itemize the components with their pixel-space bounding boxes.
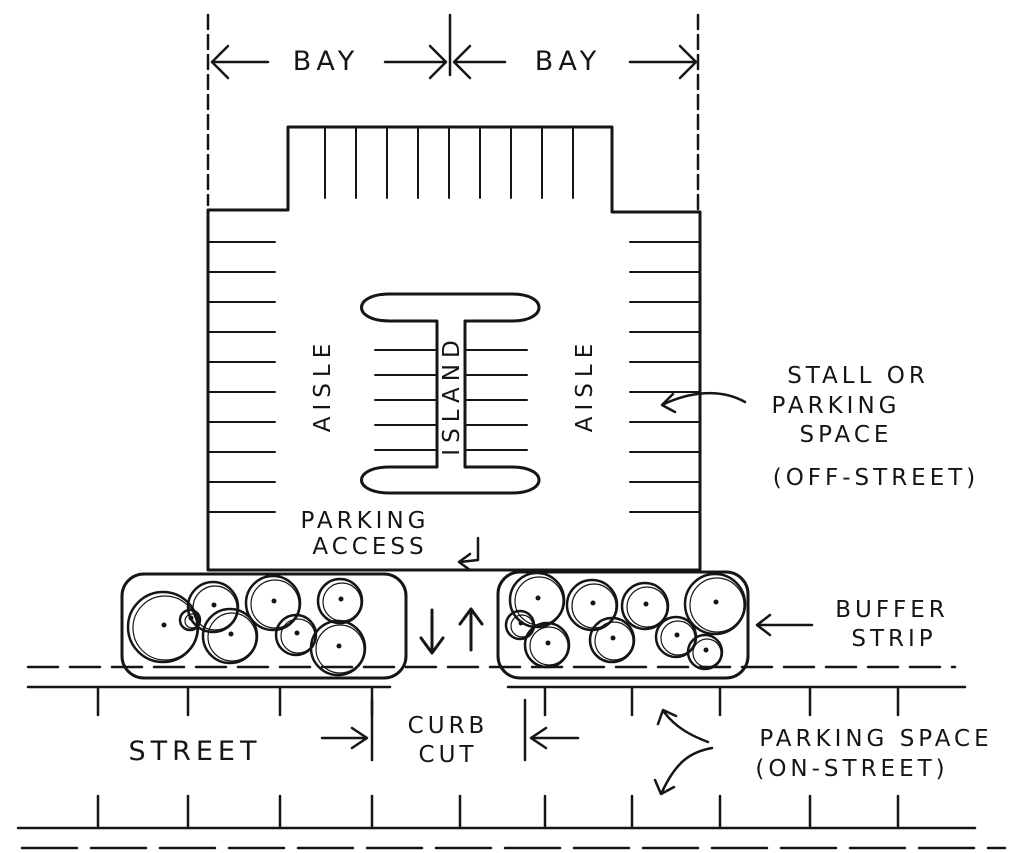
shrub-outline <box>510 614 534 638</box>
street-edges <box>16 665 1007 850</box>
stall-label-line2: PARKING <box>771 393 900 419</box>
shrub <box>186 580 240 634</box>
buffer-bed-left <box>120 572 408 680</box>
shrub-outline <box>626 586 668 628</box>
shrub-outline <box>571 583 617 629</box>
shrub <box>274 613 318 657</box>
access-label-line1: PARKING <box>300 508 429 534</box>
shrub <box>316 577 364 625</box>
onstreet-label-line2: (ON-STREET) <box>755 756 948 782</box>
shrub-outline <box>322 582 362 622</box>
shrub-center <box>703 647 709 653</box>
shrub-outline <box>529 626 569 666</box>
shrub-outline <box>184 613 200 629</box>
shrub-center <box>161 622 167 628</box>
shrub-center <box>713 599 719 605</box>
center-island <box>360 292 541 495</box>
buffer-bed-right <box>496 570 750 680</box>
shrub <box>178 608 202 632</box>
shrub-center <box>590 600 596 606</box>
shrub-outline <box>689 577 745 633</box>
buffer-label-line2: STRIP <box>851 626 936 652</box>
curb-cut-dimension <box>320 698 580 762</box>
aisle-label-left: AISLE <box>310 338 336 432</box>
on-street-parking-ticks <box>96 686 900 828</box>
access-arrows <box>419 607 484 655</box>
access-label-line2: ACCESS <box>312 534 427 560</box>
shrub-outline <box>514 576 564 626</box>
shrub-outline <box>660 620 696 656</box>
bay-label-left: BAY <box>293 46 359 77</box>
stall-label-line1: STALL OR <box>787 363 929 389</box>
shrub <box>683 572 747 636</box>
shrub-outline <box>207 612 257 662</box>
stall-leader-arrow <box>662 391 747 406</box>
shrub <box>686 633 724 671</box>
shrub-center <box>535 595 541 601</box>
aisle-label-right: AISLE <box>572 338 598 432</box>
stall-label-line4: (OFF-STREET) <box>773 465 980 491</box>
onstreet-leader-arrow <box>660 746 714 794</box>
island-label: ISLAND <box>439 334 465 455</box>
bay-label-right: BAY <box>535 46 601 77</box>
shrubs <box>126 571 747 677</box>
parking-lot-outline <box>206 125 702 572</box>
shrub-outline <box>594 621 634 661</box>
shrub-center <box>294 630 300 636</box>
shrub-center <box>188 615 194 621</box>
onstreet-label-line1: PARKING SPACE <box>759 726 992 752</box>
shrub <box>309 619 367 677</box>
shrub <box>620 581 670 631</box>
stall-label-line3: SPACE <box>800 422 893 448</box>
shrub-center <box>643 601 649 607</box>
shrub-center <box>211 602 217 608</box>
buffer-label-line1: BUFFER <box>835 597 949 623</box>
leader-arrows <box>457 391 814 796</box>
shrub-outline <box>250 579 300 629</box>
shrub-outline <box>192 585 238 631</box>
shrub <box>588 616 636 664</box>
shrub-center <box>518 620 524 626</box>
shrub <box>508 571 566 629</box>
access-leader-arrow <box>458 536 480 564</box>
shrub-outline <box>315 624 365 674</box>
shrub-outline <box>692 638 722 668</box>
curb-label-line1: CURB <box>408 713 489 739</box>
shrub-center <box>271 598 277 604</box>
shrub-center <box>336 643 342 649</box>
bay-dimensions <box>206 13 700 212</box>
stall-lines <box>207 126 701 513</box>
shrub-center <box>338 596 344 602</box>
shrub-center <box>228 631 234 637</box>
curb-label-line2: CUT <box>419 742 478 768</box>
shrub <box>504 609 536 641</box>
shrub <box>201 607 259 665</box>
shrub-center <box>674 632 680 638</box>
shrub <box>244 574 302 632</box>
shrub-center <box>610 635 616 641</box>
street-label: STREET <box>128 736 261 767</box>
shrub-center <box>545 640 551 646</box>
